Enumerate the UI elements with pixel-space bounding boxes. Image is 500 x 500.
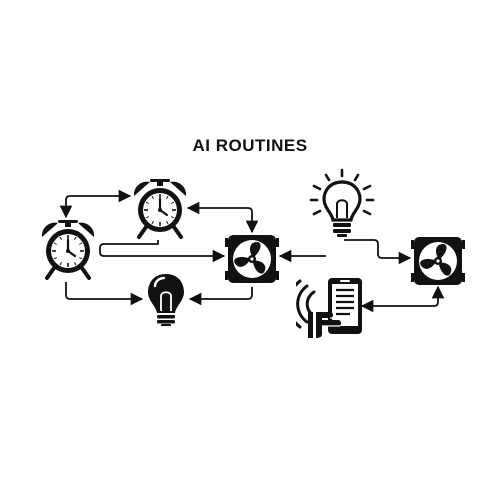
alarm-clock-icon xyxy=(131,178,189,239)
fan-icon xyxy=(225,235,279,283)
connectors xyxy=(59,189,445,313)
connector-clockleft-bulb xyxy=(65,282,144,306)
connector-clockleft-clocktop xyxy=(59,189,132,219)
smartphone-hand-icon xyxy=(296,276,364,340)
light-bulb-icon xyxy=(146,272,186,326)
connector-clocktop-fan xyxy=(99,240,226,263)
alarm-clock-icon xyxy=(39,219,97,280)
light-bulb-lit-icon xyxy=(309,168,375,239)
connector-fan-bulb xyxy=(188,287,253,306)
fan-icon xyxy=(411,237,465,285)
connector-bulblit-fanright xyxy=(344,239,412,265)
diagram-title: AI ROUTINES xyxy=(192,136,308,155)
connector-fanright-phone xyxy=(360,285,445,313)
connector-fan-clocktop xyxy=(186,201,259,234)
